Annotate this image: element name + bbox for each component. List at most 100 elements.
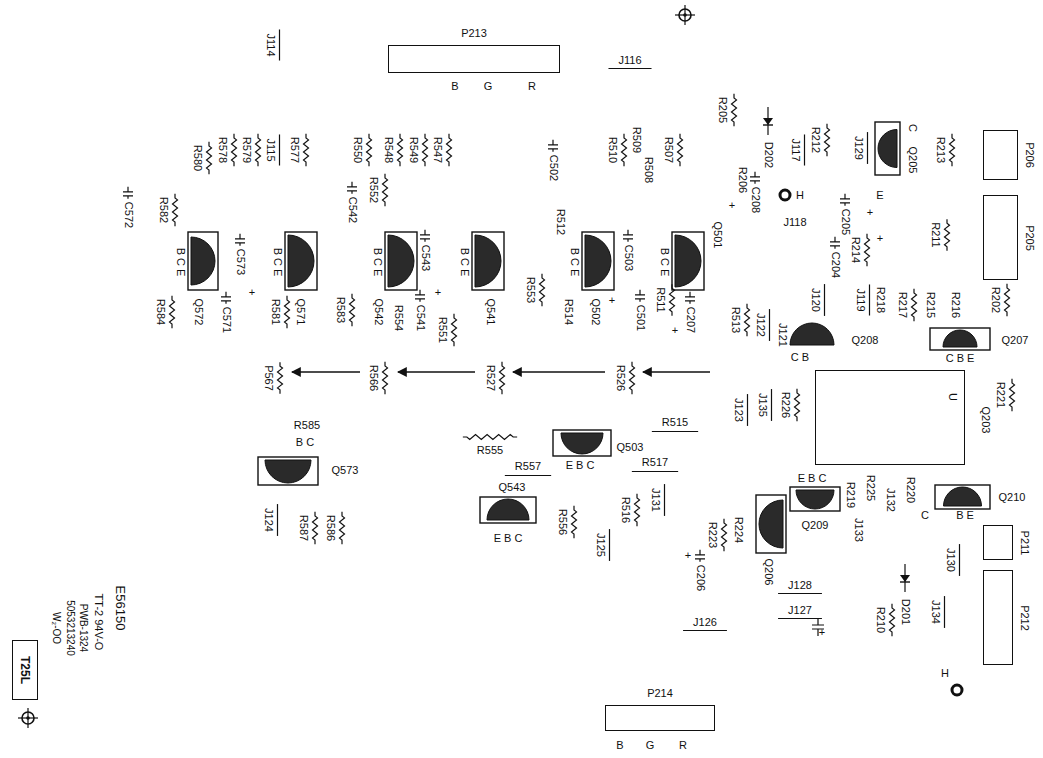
resistor-symbol xyxy=(447,134,452,166)
silkscreen-label: R554 xyxy=(393,305,404,331)
jumper-label: J123 xyxy=(733,398,744,422)
jumper-wire xyxy=(747,394,748,426)
silkscreen-label: Q209 xyxy=(802,520,829,531)
silkscreen-label: R509 xyxy=(631,127,642,153)
resistor-label: R221 xyxy=(995,382,1006,408)
capacitor-symbol xyxy=(750,172,760,184)
transistor-outline xyxy=(672,232,704,290)
jumper-label: J135 xyxy=(757,393,768,417)
capacitor-label: C541 xyxy=(415,305,426,331)
mounting-hole xyxy=(18,708,38,728)
transistor-body xyxy=(943,330,977,347)
silkscreen-label: B xyxy=(451,81,458,92)
capacitor-symbol xyxy=(695,550,705,562)
resistor-symbol xyxy=(865,234,870,266)
silkscreen-label: B xyxy=(616,740,623,751)
resistor-symbol xyxy=(367,134,372,166)
resistor-symbol xyxy=(350,294,355,326)
jumper-label: J134 xyxy=(930,600,941,624)
jumper-wire xyxy=(609,529,610,561)
silkscreen-label: Q571 xyxy=(295,299,306,326)
silkscreen-label: W₂-OO xyxy=(51,612,61,644)
silkscreen-label: B C E xyxy=(569,248,580,277)
transistor-body xyxy=(561,433,603,454)
resistor-symbol xyxy=(423,134,428,166)
transistor-body xyxy=(265,460,311,483)
silkscreen-label: R xyxy=(679,740,687,751)
jumper-label: J115 xyxy=(265,138,276,161)
transistor-outline xyxy=(480,497,536,523)
capacitor-label: C208 xyxy=(750,187,761,213)
capacitor-label: C571 xyxy=(221,307,232,333)
resistor-symbol xyxy=(572,506,577,538)
capacitor-symbol xyxy=(347,182,357,194)
capacitor-label: C501 xyxy=(635,305,646,331)
mounting-hole xyxy=(675,5,695,25)
resistor-label: R582 xyxy=(158,197,169,223)
resistor-symbol xyxy=(632,471,678,472)
connector-box: P213 xyxy=(388,45,560,73)
connector-box: U xyxy=(815,370,965,465)
capacitor-symbol xyxy=(830,237,840,249)
resistor-label: R548 xyxy=(383,137,394,163)
resistor-label: R584 xyxy=(155,299,166,325)
transistor-symbol xyxy=(472,232,504,290)
capacitor-label: C572 xyxy=(123,202,134,228)
silkscreen-label: TT-2 94V-O xyxy=(93,594,104,651)
transistor-body xyxy=(288,235,314,287)
silkscreen-label: Q210 xyxy=(999,492,1026,503)
transistor-outline xyxy=(258,457,318,485)
silkscreen-label: R225 xyxy=(865,475,876,501)
capacitor-symbol xyxy=(685,292,695,304)
silkscreen-label: Q501 xyxy=(712,222,723,249)
silkscreen-label: R206 xyxy=(737,167,748,193)
transistor-symbol xyxy=(385,232,417,290)
capacitor-label: C573 xyxy=(235,249,246,275)
transistor-body xyxy=(388,235,414,287)
board-drawing xyxy=(18,5,1015,728)
resistor-label: R566 xyxy=(368,365,379,391)
resistor-label: R583 xyxy=(335,297,346,323)
capacitor-symbol xyxy=(623,230,633,242)
transistor-body xyxy=(475,235,501,287)
jumper-wire xyxy=(869,284,870,315)
transistor-body xyxy=(878,130,897,168)
capacitor-label: C503 xyxy=(623,245,634,271)
silkscreen-label: R512 xyxy=(555,209,566,235)
jumper-label: J128 xyxy=(788,580,812,591)
resistor-symbol xyxy=(825,124,830,156)
transistor-symbol xyxy=(875,122,900,175)
resistor-label: R578 xyxy=(217,137,228,163)
resistor-label: R513 xyxy=(730,307,741,333)
silkscreen-label: + xyxy=(867,207,873,218)
transistor-body xyxy=(191,237,215,285)
silkscreen-label: E56150 xyxy=(114,586,127,631)
resistor-symbol xyxy=(256,134,261,166)
part-name: U xyxy=(947,393,958,401)
silkscreen-label: H xyxy=(796,190,804,201)
silkscreen-label: Q572 xyxy=(193,299,204,326)
silkscreen-label: D202 xyxy=(763,142,774,168)
resistor-symbol xyxy=(622,134,627,166)
resistor-label: R550 xyxy=(352,137,363,163)
resistor-symbol xyxy=(950,134,955,166)
silkscreen-label: Q206 xyxy=(763,559,774,586)
transistor-body xyxy=(675,235,701,287)
jumper-wire xyxy=(804,134,805,165)
silkscreen-label: Q543 xyxy=(499,482,526,493)
resistor-symbol xyxy=(890,604,895,636)
silkscreen-label: + xyxy=(729,200,735,211)
silkscreen-label: Q503 xyxy=(617,442,644,453)
transistor-outline xyxy=(285,232,317,290)
resistor-symbol xyxy=(398,134,403,166)
silkscreen-label: J133 xyxy=(853,518,864,542)
silkscreen-label: R219 xyxy=(845,482,856,508)
silkscreen-label: G xyxy=(646,740,655,751)
resistor-symbol xyxy=(732,94,737,126)
resistor-symbol xyxy=(745,304,750,336)
silkscreen-label: B C E xyxy=(272,248,283,277)
resistor-symbol xyxy=(313,512,318,544)
part-name: P212 xyxy=(1019,605,1030,631)
resistor-label: R226 xyxy=(780,392,791,418)
transistor-body xyxy=(790,323,834,345)
